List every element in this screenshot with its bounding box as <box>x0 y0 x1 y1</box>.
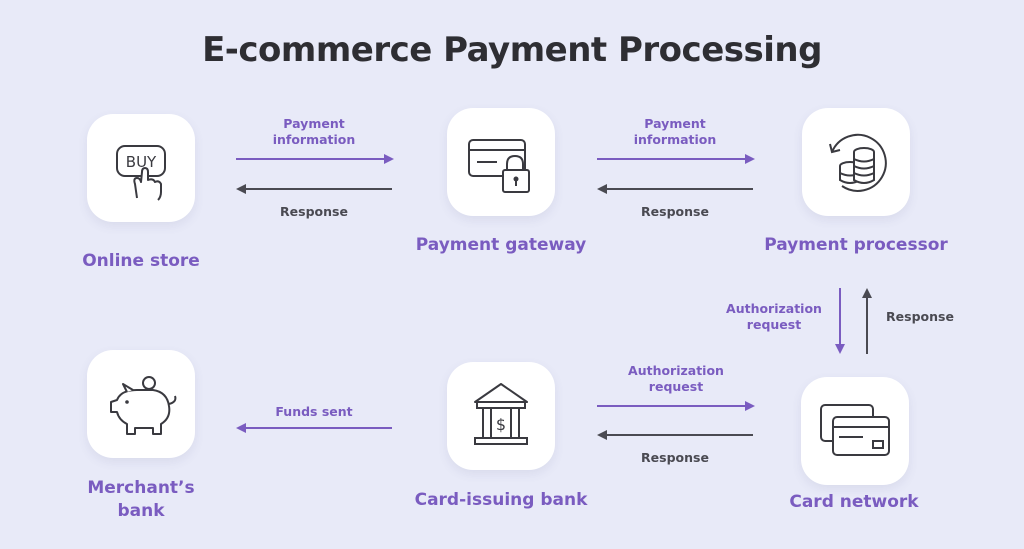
bank-icon-dollar: $ <box>496 415 506 434</box>
edge-label-processor-to-gateway: Response <box>641 204 709 219</box>
node-label-card-network: Card network <box>789 492 919 512</box>
edge-label-store-to-gateway: Payment information <box>272 116 356 147</box>
node-label-card-issuing-bank: Card-issuing bank <box>414 490 588 510</box>
node-payment-gateway <box>447 108 555 216</box>
diagram-title: E-commerce Payment Processing <box>202 30 822 70</box>
coins-cycle-icon <box>829 133 887 192</box>
edge-label-network-to-issuing: Response <box>641 450 709 465</box>
node-card-network <box>801 377 909 485</box>
node-merchants-bank <box>87 350 195 458</box>
edge-label-issuing-to-merchant: Funds sent <box>275 404 353 419</box>
piggy-bank-icon <box>110 376 177 435</box>
node-online-store: BUY <box>87 114 195 222</box>
node-label-merchants-bank: Merchant’s bank <box>87 478 195 521</box>
edge-label-gateway-to-store: Response <box>280 204 348 219</box>
node-label-online-store: Online store <box>82 251 200 271</box>
edge-label-network-to-processor: Response <box>886 309 954 324</box>
edge-label-issuing-to-network: Authorization request <box>628 363 724 394</box>
edge-label-processor-to-network: Authorization request <box>726 301 822 332</box>
node-label-payment-processor: Payment processor <box>764 235 948 255</box>
node-label-payment-gateway: Payment gateway <box>415 235 587 255</box>
card-with-lock-icon <box>468 139 530 193</box>
edge-label-gateway-to-processor: Payment information <box>633 116 717 147</box>
node-card-issuing-bank: $ <box>447 362 555 470</box>
node-payment-processor <box>802 108 910 216</box>
buy-icon-text: BUY <box>126 153 157 171</box>
buy-button-hand-icon: BUY <box>116 145 166 201</box>
credit-cards-icon <box>820 404 890 456</box>
bank-building-icon: $ <box>474 383 528 445</box>
